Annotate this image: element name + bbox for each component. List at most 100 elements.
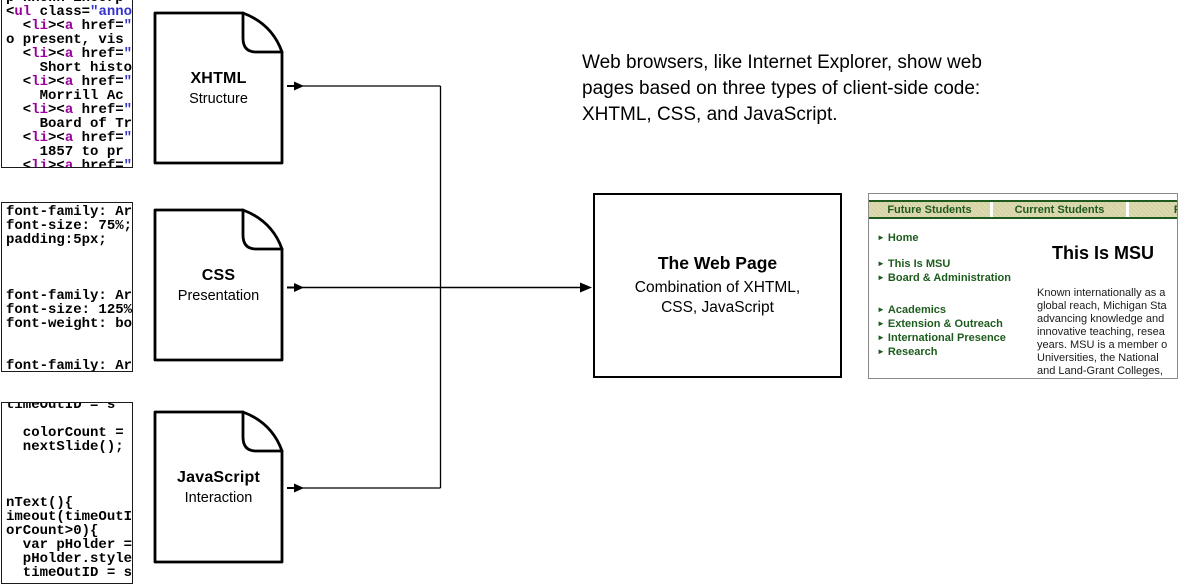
msu-sidebar-link-label: This Is MSU (887, 258, 951, 270)
document-icon (153, 11, 284, 165)
code-line: <li><a href=" (6, 102, 133, 118)
css-document-shape: CSS Presentation (150, 205, 287, 365)
msu-sidebar-link[interactable]: ►Extension & Outreach (877, 318, 1003, 330)
arrow-bullet-icon: ► (877, 273, 885, 282)
js-doc-subtitle: Interaction (184, 489, 253, 506)
code-line: font-family: Ar (6, 204, 133, 220)
js-doc-title: JavaScript (177, 468, 260, 486)
code-line: imeout(timeOutI (6, 509, 133, 525)
msu-sidebar-link[interactable]: ►Academics (877, 304, 946, 316)
intro-paragraph: Web browsers, like Internet Explorer, sh… (582, 50, 982, 128)
code-line: padding:5px; (6, 232, 107, 248)
code-line: <ul class="anno (6, 4, 133, 20)
code-line (6, 468, 132, 482)
msu-sidebar-link[interactable]: ►Board & Administration (877, 272, 1011, 284)
msu-sidebar-link-label: Extension & Outreach (887, 318, 1003, 330)
msu-sidebar-link[interactable]: ►International Presence (877, 332, 1006, 344)
code-line: <li><a href=" (6, 46, 133, 62)
xhtml-code-text: p known incorp<ul class="anno <li><a hre… (2, 0, 133, 168)
code-line: nText(){ (6, 495, 74, 511)
msu-sidebar-link-label: Research (887, 346, 938, 358)
code-line: Short histo (6, 60, 133, 76)
code-line (6, 275, 132, 289)
code-line (6, 454, 132, 468)
msu-sidebar-link-label: Home (887, 232, 919, 244)
code-line (6, 482, 132, 496)
intro-line: XHTML, CSS, and JavaScript. (582, 104, 838, 125)
code-line (6, 247, 132, 261)
msu-body-line: and Land-Grant Colleges, (1037, 365, 1163, 377)
code-line: o present, vis (6, 32, 124, 48)
js-code-snippet: timeOutID = s colorCount = nextSlide(); n… (1, 402, 133, 584)
msu-sidebar-link[interactable]: ►This Is MSU (877, 258, 950, 270)
code-line (6, 331, 132, 345)
msu-sidebar: ►Home►This Is MSU►Board & Administration… (877, 194, 1037, 378)
arrow-bullet-icon: ► (877, 333, 885, 342)
code-line: timeOutID = s (6, 402, 116, 413)
code-line: timeOutID = s (6, 565, 133, 581)
msu-sidebar-link[interactable]: ►Home (877, 232, 918, 244)
code-line: p known incorp (6, 0, 132, 5)
js-code-text: timeOutID = s colorCount = nextSlide(); n… (2, 402, 133, 581)
web-page-box-subtitle: Combination of XHTML, CSS, JavaScript (635, 278, 800, 318)
code-line: <li><a href=" (6, 158, 133, 168)
code-line (6, 412, 132, 426)
code-line: font-family: Ar (6, 288, 133, 304)
document-icon (153, 208, 284, 362)
msu-nav-tab[interactable]: Parents (1129, 202, 1177, 217)
msu-body-line: Universities, the National (1037, 352, 1159, 364)
code-line: orCount>0){ (6, 523, 99, 539)
code-line: Morrill Ac (6, 88, 124, 104)
web-page-box: The Web Page Combination of XHTML, CSS, J… (593, 193, 842, 378)
xhtml-document-shape: XHTML Structure (150, 8, 287, 168)
code-line: pHolder.style (6, 551, 133, 567)
code-line: <li><a href=" (6, 130, 133, 146)
code-line: font-weight: bo (6, 316, 133, 332)
msu-sidebar-link-label: Board & Administration (887, 272, 1011, 284)
xhtml-doc-title: XHTML (190, 69, 247, 87)
msu-body-line: Known internationally as a (1037, 287, 1166, 299)
web-page-box-subtitle-line: Combination of XHTML, (634, 279, 801, 296)
code-line (6, 345, 132, 359)
msu-body-line: advancing knowledge and (1037, 313, 1165, 325)
msu-sidebar-link[interactable]: ►Research (877, 346, 937, 358)
code-line: <li><a href=" (6, 74, 133, 90)
msu-nav-tab[interactable]: Future Students (869, 202, 990, 217)
xhtml-doc-subtitle: Structure (189, 90, 248, 107)
js-document-shape: JavaScript Interaction (150, 407, 287, 567)
code-line: Board of Tr (6, 116, 133, 132)
xhtml-code-snippet: p known incorp<ul class="anno <li><a hre… (1, 0, 133, 168)
msu-sidebar-link-label: Academics (887, 304, 947, 316)
msu-body-line: global reach, Michigan Sta (1037, 300, 1167, 312)
code-line: font-size: 75%; (6, 218, 133, 234)
intro-line: pages based on three types of client-sid… (582, 78, 981, 99)
msu-sidebar-link-label: International Presence (887, 332, 1006, 344)
code-line: <li><a href=" (6, 18, 133, 34)
arrow-bullet-icon: ► (877, 305, 885, 314)
msu-page-heading: This Is MSU (1052, 243, 1155, 263)
code-line: nextSlide(); (6, 439, 124, 455)
code-line: colorCount = (6, 425, 124, 441)
msu-nav-tab[interactable]: Current Students (993, 202, 1126, 217)
arrow-bullet-icon: ► (877, 259, 885, 268)
css-doc-title: CSS (201, 266, 236, 284)
web-page-box-title: The Web Page (657, 253, 778, 273)
arrow-bullet-icon: ► (877, 233, 885, 242)
web-page-box-subtitle-line: CSS, JavaScript (661, 299, 774, 316)
document-icon (153, 410, 284, 564)
code-line: font-family: Ar (6, 358, 133, 372)
msu-body-line: years. MSU is a member o (1037, 339, 1168, 351)
css-doc-subtitle: Presentation (177, 287, 260, 304)
code-line: font-size: 125% (6, 302, 133, 318)
code-line: 1857 to pr (6, 144, 124, 160)
code-line (6, 261, 132, 275)
arrow-bullet-icon: ► (877, 319, 885, 328)
arrow-bullet-icon: ► (877, 347, 885, 356)
code-line: var pHolder = (6, 537, 133, 553)
msu-body-line: innovative teaching, resea (1037, 326, 1165, 338)
intro-line: Web browsers, like Internet Explorer, sh… (582, 52, 982, 73)
